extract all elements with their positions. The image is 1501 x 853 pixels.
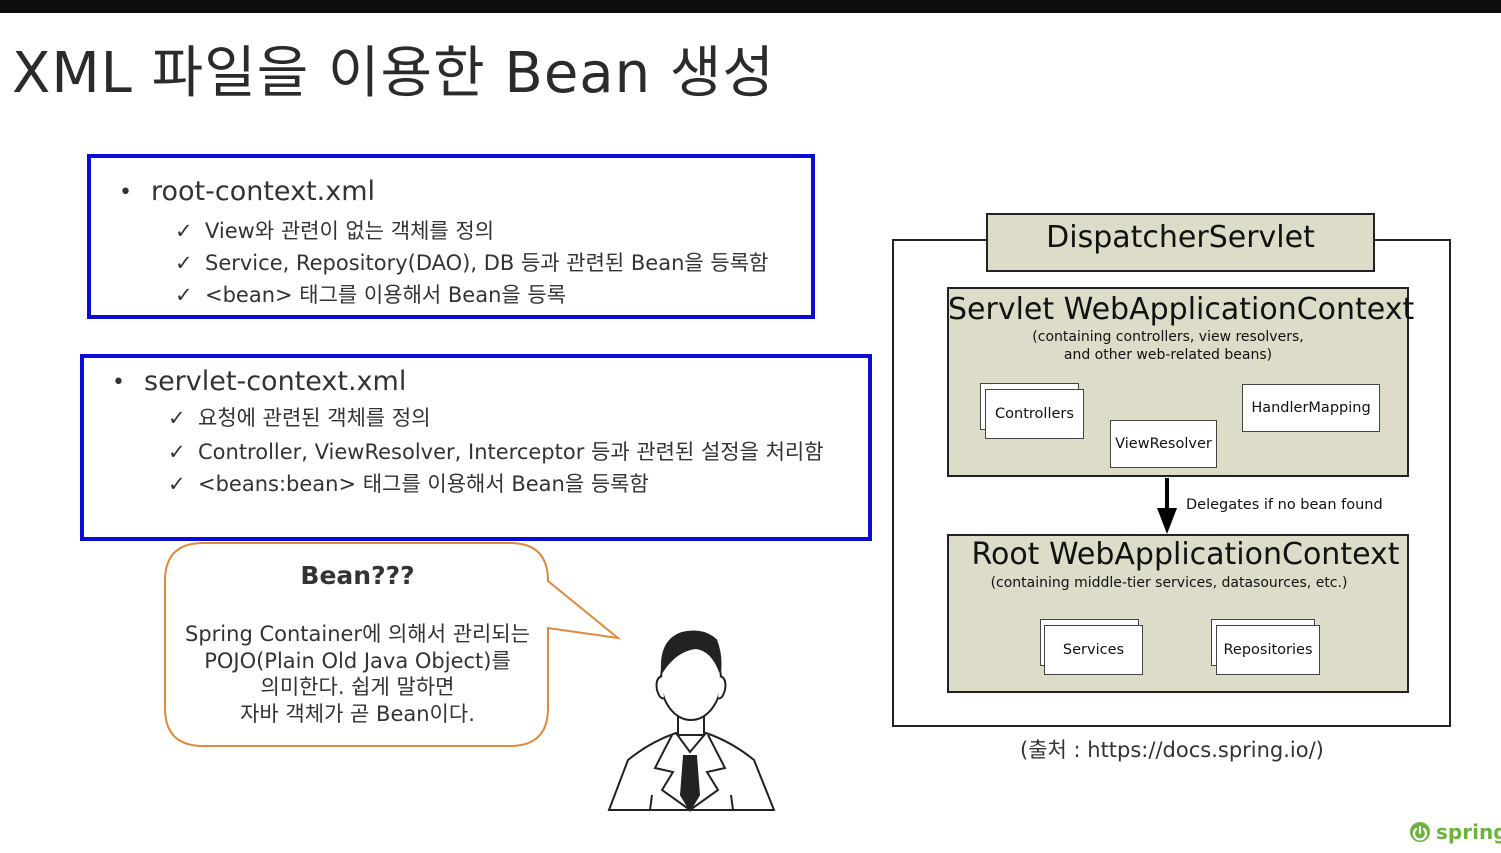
check-icon: ✓ xyxy=(168,406,186,430)
bullet-icon: • xyxy=(119,180,132,205)
check-icon: ✓ xyxy=(175,219,193,243)
spring-logo: spring xyxy=(1408,820,1501,844)
bubble-line: 자바 객체가 곧 Bean이다. xyxy=(240,701,475,726)
root-context-item-text: <bean> 태그를 이용해서 Bean을 등록 xyxy=(205,283,567,307)
root-context-heading: • root-context.xml xyxy=(119,176,375,207)
dispatcher-servlet-label: DispatcherServlet xyxy=(1046,220,1315,255)
root-context-item: ✓ <bean> 태그를 이용해서 Bean을 등록 xyxy=(175,279,566,309)
servlet-context-box: • servlet-context.xml ✓ 요청에 관련된 객체를 정의 ✓ Co… xyxy=(80,354,872,541)
servlet-context-item-text: <beans:bean> 태그를 이용해서 Bean을 등록함 xyxy=(198,472,649,496)
repositories-box: Repositories xyxy=(1216,625,1320,675)
servlet-context-item: ✓ <beans:bean> 태그를 이용해서 Bean을 등록함 xyxy=(168,468,649,498)
root-context-item: ✓ View와 관련이 없는 객체를 정의 xyxy=(175,215,494,245)
root-context-title: Root WebApplicationContext xyxy=(971,537,1400,572)
handler-mapping-box: HandlerMapping xyxy=(1242,384,1380,432)
source-caption: (출처 : https://docs.spring.io/) xyxy=(1020,738,1324,762)
view-resolver-box: ViewResolver xyxy=(1110,420,1217,468)
root-context-item-text: Service, Repository(DAO), DB 등과 관련된 Bean… xyxy=(205,251,769,275)
top-bar xyxy=(0,0,1501,13)
services-box: Services xyxy=(1044,625,1143,675)
bubble-line: Spring Container에 의해서 관리되는 xyxy=(185,622,530,646)
servlet-context-title: Servlet WebApplicationContext xyxy=(948,292,1415,327)
dispatcher-servlet-box xyxy=(986,213,1375,272)
check-icon: ✓ xyxy=(168,472,186,496)
servlet-context-item-text: 요청에 관련된 객체를 정의 xyxy=(198,406,431,430)
servlet-context-item: ✓ 요청에 관련된 객체를 정의 xyxy=(168,402,431,432)
check-icon: ✓ xyxy=(175,251,193,275)
bubble-text: Spring Container에 의해서 관리되는 POJO(Plain Ol… xyxy=(165,621,550,727)
servlet-context-item: ✓ Controller, ViewResolver, Interceptor 등… xyxy=(168,436,824,466)
page-title: XML 파일을 이용한 Bean 생성 xyxy=(12,41,775,106)
delegates-label: Delegates if no bean found xyxy=(1186,497,1383,513)
root-context-diagram-box xyxy=(947,534,1409,693)
bubble-line: 의미한다. 쉽게 말하면 xyxy=(260,675,455,699)
servlet-context-heading-text: servlet-context.xml xyxy=(144,366,407,397)
check-icon: ✓ xyxy=(175,283,193,307)
root-context-subtitle: (containing middle-tier services, dataso… xyxy=(990,575,1348,591)
controllers-box: Controllers xyxy=(985,389,1084,439)
servlet-context-subtitle: and other web-related beans) xyxy=(1063,347,1273,363)
servlet-context-item-text: Controller, ViewResolver, Interceptor 등과… xyxy=(198,440,824,464)
root-context-box: • root-context.xml ✓ View와 관련이 없는 객체를 정의 ✓… xyxy=(87,154,815,319)
bubble-line: POJO(Plain Old Java Object)를 xyxy=(204,648,511,673)
check-icon: ✓ xyxy=(168,440,186,464)
delegates-arrow-head xyxy=(1157,508,1177,534)
root-context-item-text: View와 관련이 없는 객체를 정의 xyxy=(205,219,495,243)
bullet-icon: • xyxy=(112,370,125,395)
spring-logo-text: spring xyxy=(1436,820,1501,844)
servlet-context-subtitle: (containing controllers, view resolvers, xyxy=(1032,329,1304,345)
root-context-heading-text: root-context.xml xyxy=(151,176,376,207)
root-context-item: ✓ Service, Repository(DAO), DB 등과 관련된 Bea… xyxy=(175,247,768,277)
spring-leaf-icon xyxy=(1410,822,1430,842)
bubble-title: Bean??? xyxy=(300,561,415,590)
servlet-context-heading: • servlet-context.xml xyxy=(112,366,406,397)
